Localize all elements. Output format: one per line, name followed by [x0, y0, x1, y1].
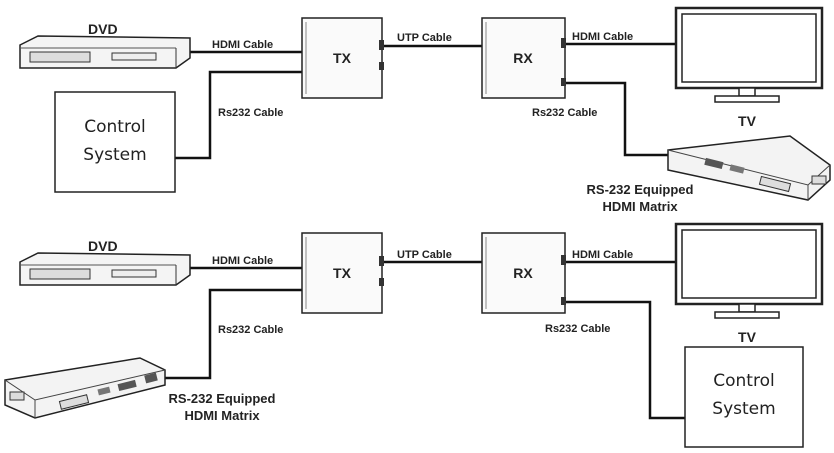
- bottom-rx-label: RX: [513, 265, 533, 281]
- bottom-dvd-player: [19, 252, 191, 286]
- top-hdmi-matrix: [667, 135, 831, 201]
- bottom-control-system-label-1: Control: [713, 371, 774, 391]
- top-diagram: DVD Control System TX RX TV: [19, 6, 831, 214]
- bottom-rs232-right-label: Rs232 Cable: [545, 323, 610, 335]
- top-hdmi-out-label: HDMI Cable: [572, 31, 633, 43]
- top-utp-label: UTP Cable: [397, 32, 452, 44]
- top-hdmi-in-label: HDMI Cable: [212, 39, 273, 51]
- top-matrix-label-1: RS-232 Equipped: [587, 182, 694, 197]
- top-control-system-label-2: System: [83, 145, 146, 165]
- bottom-tv-label: TV: [738, 329, 757, 345]
- bottom-hdmi-out-label: HDMI Cable: [572, 249, 633, 261]
- top-dvd-player: [19, 35, 191, 69]
- bottom-rs232-left-label: Rs232 Cable: [218, 324, 283, 336]
- bottom-hdmi-matrix: [4, 357, 166, 419]
- top-tv: [674, 6, 824, 103]
- top-rx-box: [481, 17, 566, 99]
- bottom-hdmi-in-label: HDMI Cable: [212, 255, 273, 267]
- top-control-system-box: [54, 91, 176, 193]
- top-rs232-right-line: [565, 81, 668, 157]
- top-dvd-label: DVD: [88, 21, 118, 37]
- bottom-matrix-label-2: HDMI Matrix: [184, 408, 260, 423]
- bottom-tv: [674, 222, 824, 319]
- bottom-rs232-right-line: [565, 300, 685, 420]
- top-tx-box: [301, 17, 384, 99]
- bottom-control-system-box: [684, 346, 804, 448]
- bottom-diagram: DVD RS-232 Equipped HDMI Matrix TX: [4, 222, 824, 448]
- bottom-matrix-label-1: RS-232 Equipped: [169, 391, 276, 406]
- top-rs232-right-label: Rs232 Cable: [532, 107, 597, 119]
- bottom-control-system-label-2: System: [712, 399, 775, 419]
- bottom-tx-box: [301, 232, 384, 314]
- bottom-rs232-left-line: [160, 288, 302, 380]
- bottom-cables: [160, 260, 685, 420]
- top-tv-label: TV: [738, 113, 757, 129]
- bottom-utp-label: UTP Cable: [397, 249, 452, 261]
- bottom-rx-box: [481, 232, 566, 314]
- top-cables: [175, 42, 676, 160]
- top-tx-label: TX: [333, 50, 352, 66]
- bottom-tx-label: TX: [333, 265, 352, 281]
- top-rs232-left-label: Rs232 Cable: [218, 107, 283, 119]
- top-rs232-left-line: [175, 70, 302, 160]
- top-control-system-label-1: Control: [84, 117, 145, 137]
- top-matrix-label-2: HDMI Matrix: [602, 199, 678, 214]
- bottom-dvd-label: DVD: [88, 238, 118, 254]
- top-rx-label: RX: [513, 50, 533, 66]
